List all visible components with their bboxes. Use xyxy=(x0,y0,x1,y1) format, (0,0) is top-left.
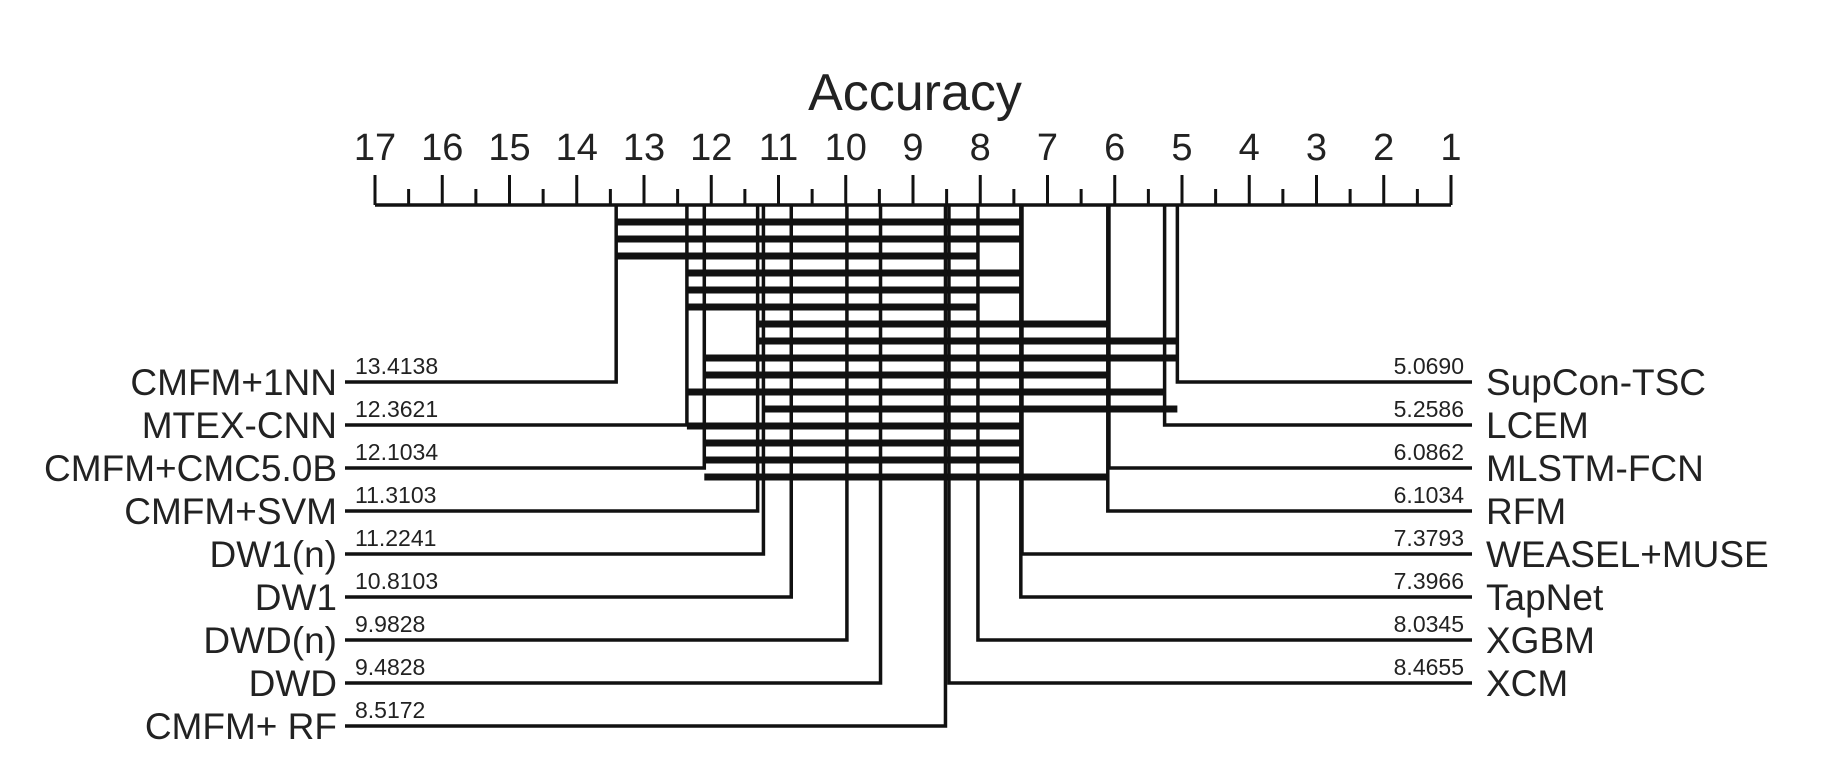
method-name-label: TapNet xyxy=(1486,577,1604,618)
rank-value-label: 8.4655 xyxy=(1394,654,1464,680)
method-name-label: DW1(n) xyxy=(210,534,337,575)
rank-value-label: 12.1034 xyxy=(355,439,438,465)
tick-label: 16 xyxy=(421,127,463,169)
rank-value-label: 11.2241 xyxy=(355,525,436,551)
method-name-label: DWD xyxy=(249,663,337,704)
method-name-label: CMFM+CMC5.0B xyxy=(44,448,337,489)
method-line-left xyxy=(345,205,948,728)
method-line-right xyxy=(947,205,1472,685)
method-line-right xyxy=(1106,205,1472,513)
rank-value-label: 7.3793 xyxy=(1394,525,1464,551)
method-name-label: XGBM xyxy=(1486,620,1595,661)
tick-label: 1 xyxy=(1440,127,1461,169)
method-line-right xyxy=(1019,205,1472,599)
tick-label: 6 xyxy=(1104,127,1125,169)
rank-value-label: 13.4138 xyxy=(355,353,438,379)
rank-value-label: 11.3103 xyxy=(355,482,436,508)
rank-value-label: 5.2586 xyxy=(1394,396,1464,422)
tick-label: 12 xyxy=(690,127,732,169)
method-name-label: RFM xyxy=(1486,491,1566,532)
tick-label: 3 xyxy=(1306,127,1327,169)
tick-label: 14 xyxy=(556,127,598,169)
rank-value-label: 7.3966 xyxy=(1394,568,1464,594)
tick-label: 7 xyxy=(1037,127,1058,169)
rank-value-label: 12.3621 xyxy=(355,396,438,422)
rank-axis: 17 16 15 14 13 12 11 10 9 8 7 6 5 4 3 2 1 xyxy=(354,127,1462,207)
method-name-label: DWD(n) xyxy=(203,620,337,661)
method-line-right xyxy=(976,205,1472,642)
tick-label: 2 xyxy=(1373,127,1394,169)
tick-label: 4 xyxy=(1239,127,1260,169)
tick-label: 5 xyxy=(1171,127,1192,169)
method-name-label: SupCon-TSC xyxy=(1486,362,1706,403)
method-line-right xyxy=(1175,205,1472,384)
rank-value-label: 9.4828 xyxy=(355,654,425,680)
rank-value-label: 9.9828 xyxy=(355,611,425,637)
rank-value-label: 8.0345 xyxy=(1394,611,1464,637)
method-line-left xyxy=(345,205,707,470)
tick-label: 15 xyxy=(488,127,530,169)
method-name-label: MLSTM-FCN xyxy=(1486,448,1704,489)
rank-value-label: 6.1034 xyxy=(1394,482,1465,508)
method-line-left xyxy=(345,205,883,685)
method-line-right xyxy=(1162,205,1472,427)
method-name-label: CMFM+ RF xyxy=(145,706,337,747)
tick-label: 13 xyxy=(623,127,665,169)
tick-label: 11 xyxy=(759,127,798,169)
rank-value-label: 6.0862 xyxy=(1394,439,1464,465)
rank-value-label: 10.8103 xyxy=(355,568,438,594)
tick-label: 8 xyxy=(970,127,991,169)
method-name-label: XCM xyxy=(1486,663,1568,704)
method-name-label: MTEX-CNN xyxy=(142,405,337,446)
method-name-label: LCEM xyxy=(1486,405,1589,446)
method-line-left xyxy=(345,205,794,599)
tick-label: 17 xyxy=(354,127,396,169)
rank-value-label: 8.5172 xyxy=(355,697,425,723)
method-line-left xyxy=(345,205,618,384)
tick-label: 10 xyxy=(825,127,867,169)
clique-bars xyxy=(616,218,1178,481)
method-name-label: CMFM+1NN xyxy=(130,362,337,403)
method-name-label: WEASEL+MUSE xyxy=(1486,534,1769,575)
method-name-label: CMFM+SVM xyxy=(124,491,337,532)
method-line-left xyxy=(345,205,766,556)
chart-title: Accuracy xyxy=(808,64,1022,122)
method-line-left xyxy=(345,205,689,427)
tick-label: 9 xyxy=(902,127,923,169)
method-name-label: DW1 xyxy=(255,577,337,618)
rank-value-label: 5.0690 xyxy=(1394,353,1464,379)
method-line-left xyxy=(345,205,760,513)
method-line-left xyxy=(345,205,849,642)
method-lines: 13.4138CMFM+1NN12.3621MTEX-CNN12.1034CMF… xyxy=(44,205,1769,747)
